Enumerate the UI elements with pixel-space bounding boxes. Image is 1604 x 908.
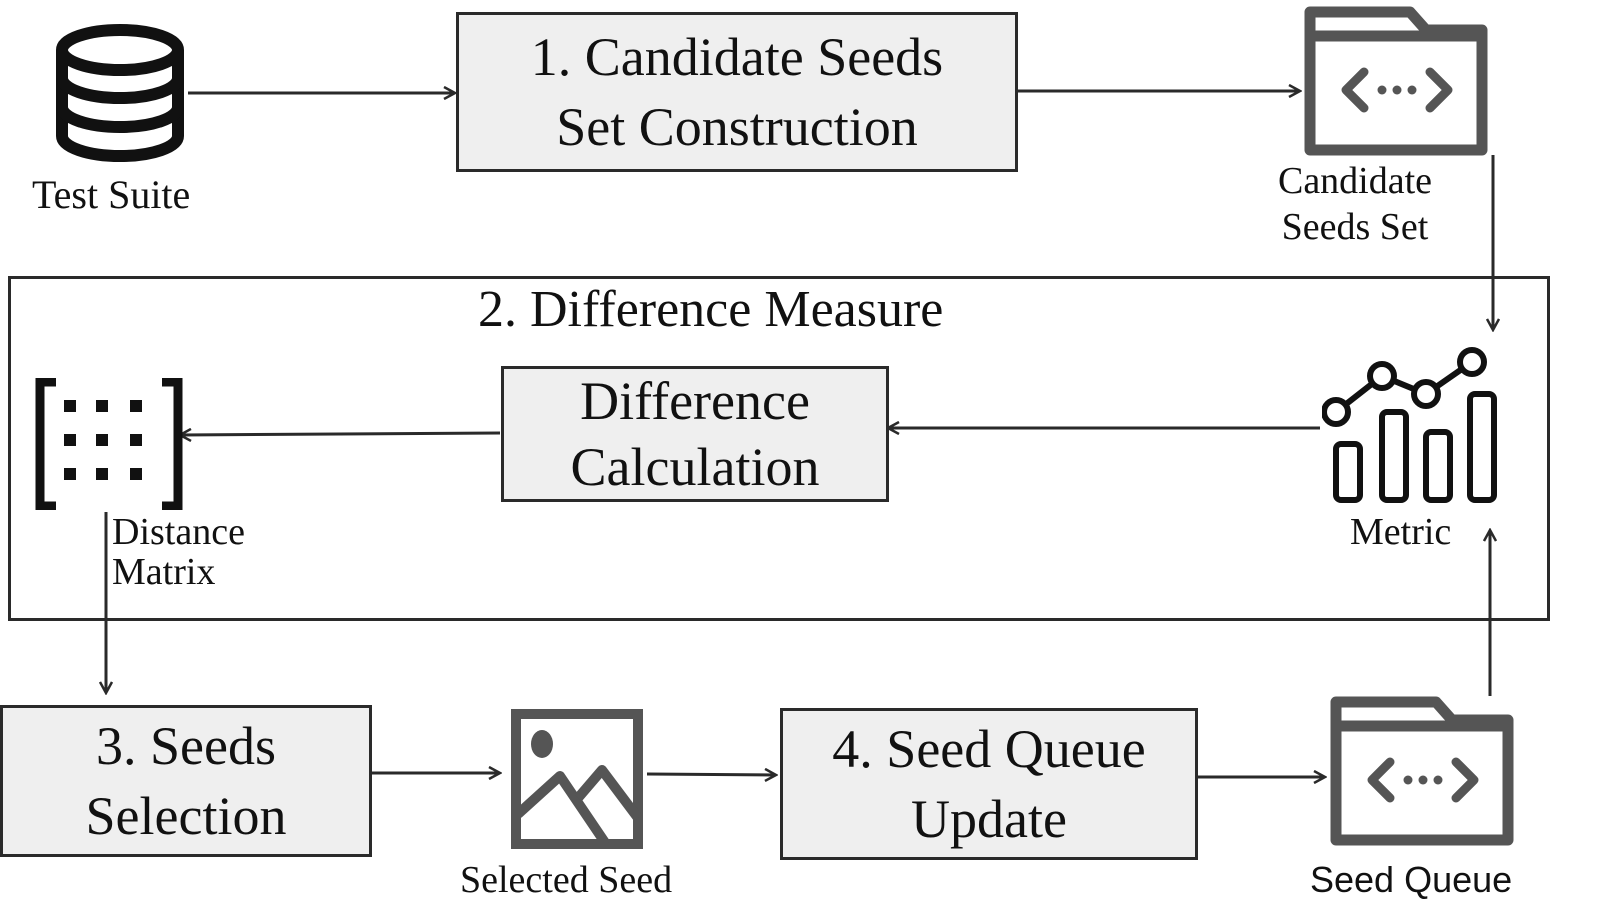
database-icon xyxy=(56,24,184,162)
arrow-diffcalc-to-matrix xyxy=(180,433,501,435)
candidate-seeds-set-label: Candidate Seeds Set xyxy=(1240,158,1470,250)
difference-calculation-box: Difference Calculation xyxy=(501,366,889,502)
step3-line1: 3. Seeds xyxy=(96,716,276,776)
code-folder-icon xyxy=(1330,696,1514,846)
step3-line2: Selection xyxy=(85,786,287,846)
step4-line2: Update xyxy=(911,789,1067,849)
seed-queue-label: Seed Queue xyxy=(1310,859,1513,900)
step4-line1: 4. Seed Queue xyxy=(832,719,1146,779)
distance-matrix-label: Distance Matrix xyxy=(112,512,245,592)
diff-calc-line2: Calculation xyxy=(570,437,820,497)
step4-seed-queue-update-box: 4. Seed Queue Update xyxy=(780,708,1198,860)
diff-calc-line1: Difference xyxy=(580,371,810,431)
step1-candidate-seeds-box: 1. Candidate Seeds Set Construction xyxy=(456,12,1018,172)
step1-line1: 1. Candidate Seeds xyxy=(530,27,944,87)
matrix-icon xyxy=(35,378,183,510)
candidate-label-line1: Candidate xyxy=(1277,160,1433,202)
candidate-label-line2: Seeds Set xyxy=(1281,206,1429,248)
step1-line2: Set Construction xyxy=(556,97,918,157)
arrow-seed-to-step4 xyxy=(646,774,776,775)
image-icon xyxy=(511,709,643,849)
difference-measure-group xyxy=(8,276,1550,621)
selected-seed-label: Selected Seed xyxy=(460,859,673,901)
metric-label: Metric xyxy=(1350,511,1452,553)
distance-matrix-line2: Matrix xyxy=(112,551,216,593)
chart-metric-icon xyxy=(1322,347,1497,503)
distance-matrix-line1: Distance xyxy=(112,511,245,553)
difference-measure-title: 2. Difference Measure xyxy=(478,281,944,338)
test-suite-label: Test Suite xyxy=(32,172,191,217)
code-folder-icon xyxy=(1304,6,1488,156)
step3-seeds-selection-box: 3. Seeds Selection xyxy=(0,705,372,857)
